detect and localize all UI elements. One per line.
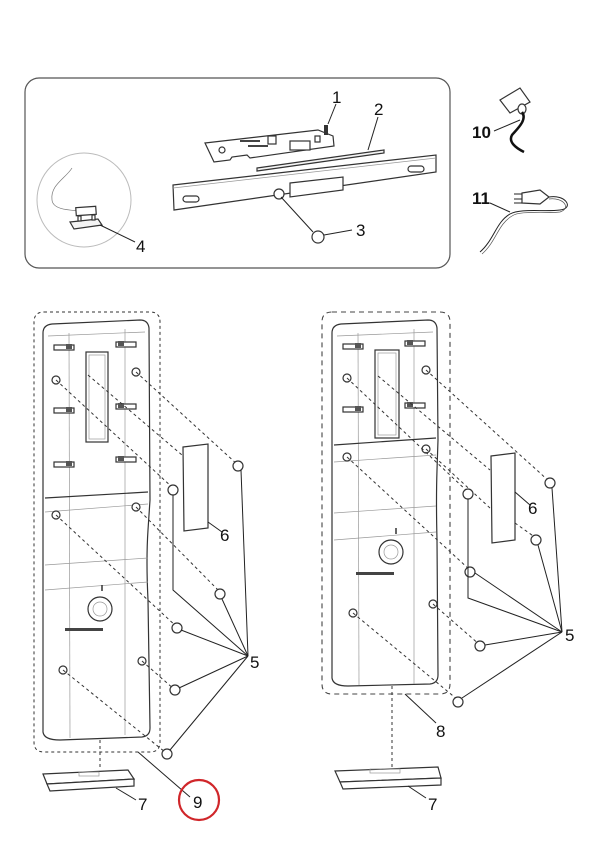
housing-rail: [172, 154, 437, 211]
pcb-board: [204, 125, 335, 163]
top-inset-panel: 4 1 2 3: [24, 77, 451, 269]
left-assembly: 6 5 7 9: [33, 311, 259, 822]
callout-5-left: 5: [250, 653, 259, 672]
leader-7-right: [407, 785, 427, 799]
callout-6-right: 6: [528, 499, 537, 518]
highlight-circle-9: [177, 778, 221, 822]
callout-3: 3: [356, 221, 365, 240]
leader-4: [99, 224, 136, 243]
callout-7-left: 7: [138, 795, 147, 814]
callout-4: 4: [136, 237, 145, 256]
group-9-outline: [33, 311, 161, 753]
base-part-7-left: [42, 769, 136, 792]
leader-6-right: [514, 491, 531, 506]
vent-grille: [65, 628, 103, 631]
callout-8: 8: [436, 722, 445, 741]
right-assembly: 6 5 8 7: [321, 311, 574, 814]
callout-6-left: 6: [220, 526, 229, 545]
screw-head: [311, 230, 325, 244]
callout-2: 2: [374, 100, 383, 119]
cable-part-10: [493, 87, 531, 154]
callout-1: 1: [332, 88, 341, 107]
callout-11: 11: [472, 189, 490, 208]
base-part-7-right: [334, 766, 442, 790]
knob: [87, 596, 113, 622]
leader-8: [404, 693, 437, 724]
leader-2: [367, 116, 379, 151]
group-8-outline: [321, 311, 451, 695]
strip-part: [256, 149, 385, 172]
leader-7-left: [115, 787, 137, 801]
sensor-detail-circle: [36, 152, 132, 248]
inset-frame: [24, 77, 451, 269]
power-cord-part-11: [479, 189, 568, 255]
leader-6-left: [207, 521, 223, 533]
callout-10: 10: [472, 123, 491, 142]
callout-7-right: 7: [428, 795, 437, 814]
panel-body-right: [331, 319, 439, 687]
leader-3: [323, 229, 353, 236]
callout-9: 9: [193, 793, 202, 812]
clips: [53, 341, 137, 468]
panel-body-left: [42, 319, 151, 741]
cover-part-6-right: [490, 452, 516, 544]
cover-part-6-left: [182, 443, 209, 532]
leader-1: [327, 103, 337, 125]
screw-shaft: [280, 196, 314, 233]
callout-5-right: 5: [565, 626, 574, 645]
